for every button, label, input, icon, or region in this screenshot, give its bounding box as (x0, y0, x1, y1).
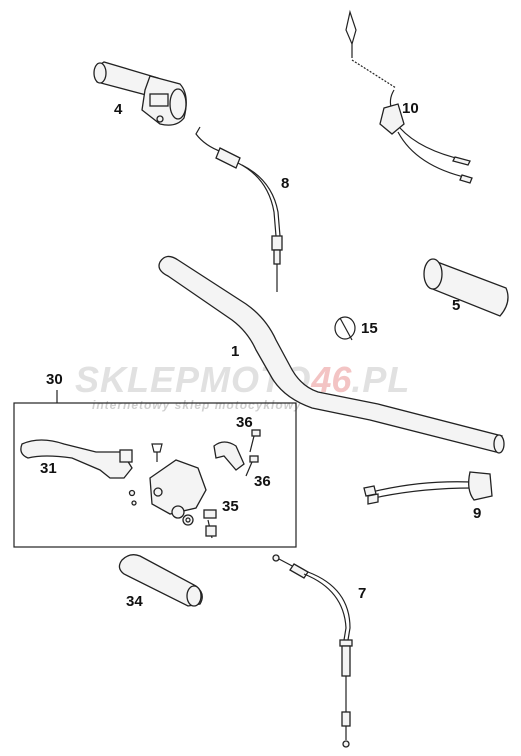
callout-8: 8 (281, 175, 289, 192)
part-31-clutch-lever (20, 439, 133, 479)
part-8-throttle-cable (195, 126, 283, 292)
part-35-adjuster (182, 509, 217, 539)
callout-30: 30 (46, 371, 63, 388)
callout-36-bottom: 36 (254, 473, 271, 490)
callout-36-top: 36 (236, 414, 253, 431)
callout-31: 31 (40, 460, 57, 477)
callout-35: 35 (222, 498, 239, 515)
part-15-cable-tie (334, 316, 356, 341)
watermark-brand: SKLEPMOTO46.PL (75, 359, 410, 400)
part-7-clutch-cable (272, 554, 353, 748)
callout-1: 1 (231, 343, 239, 360)
callout-5: 5 (452, 297, 460, 314)
callout-7: 7 (358, 585, 366, 602)
part-36-clamp-and-bolts (213, 429, 261, 477)
part-10-kill-switch (345, 9, 473, 184)
part-1-handlebar (158, 255, 505, 454)
callout-34: 34 (126, 593, 143, 610)
part-9-switch (363, 471, 493, 505)
part-34-lever-cover (118, 554, 203, 607)
callout-4: 4 (114, 101, 123, 118)
part-4-throttle-grip (93, 61, 187, 126)
part-5-left-grip (423, 258, 509, 317)
callout-15: 15 (361, 320, 378, 337)
callout-10: 10 (402, 100, 419, 117)
clutch-perch (128, 443, 207, 519)
callout-9: 9 (473, 505, 481, 522)
clutch-assembly-frame (13, 402, 297, 548)
watermark-tagline: internetowy sklep motocyklowy (92, 398, 302, 412)
